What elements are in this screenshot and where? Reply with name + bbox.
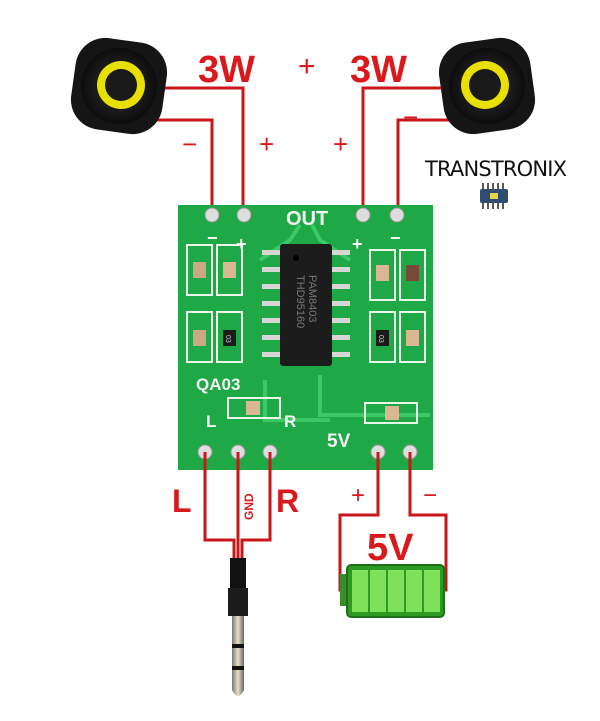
right-speaker [438,37,536,135]
left-speaker [70,37,168,135]
board-supply-label: 5V [327,431,351,452]
amplifier-board: 03 03 PAM8403 THD95160 OUT + − + − QA03 … [178,205,433,470]
right-minus-label: − [403,102,418,132]
battery-icon [340,564,445,618]
board-minus-left: − [207,228,218,248]
audio-input-wires [203,452,272,560]
resistor-code-right: 03 [377,335,384,343]
battery-minus-label: − [423,482,437,509]
battery-voltage-label: 5V [367,527,414,569]
brand-name: TRANSTRONIX [424,157,567,181]
board-minus-right: − [390,228,401,248]
center-plus-label: + [298,50,316,83]
chip-logo-icon [480,183,508,209]
board-out-label: OUT [286,208,328,230]
chip-marking-1: PAM8403 [306,275,318,323]
board-right-channel: R [284,412,296,431]
left-plus-label: + [259,129,274,159]
left-minus-label: − [182,129,197,159]
input-ground-label: GND [242,493,256,520]
resistor-code-left: 03 [224,335,231,343]
left-watt-label: 3W [198,49,255,91]
board-plus-right: + [352,234,363,254]
board-left-channel: L [206,412,216,431]
board-plus-left: + [236,234,247,254]
speaker-wires [150,86,450,215]
chip-marking-2: THD95160 [294,275,306,328]
right-plus-label: + [333,129,348,159]
battery-plus-label: + [351,482,365,509]
right-watt-label: 3W [350,49,407,91]
board-model: QA03 [196,375,240,394]
audio-jack-icon [228,558,248,696]
input-right-label: R [276,483,299,519]
amplifier-chip [280,244,332,366]
input-left-label: L [172,483,192,519]
